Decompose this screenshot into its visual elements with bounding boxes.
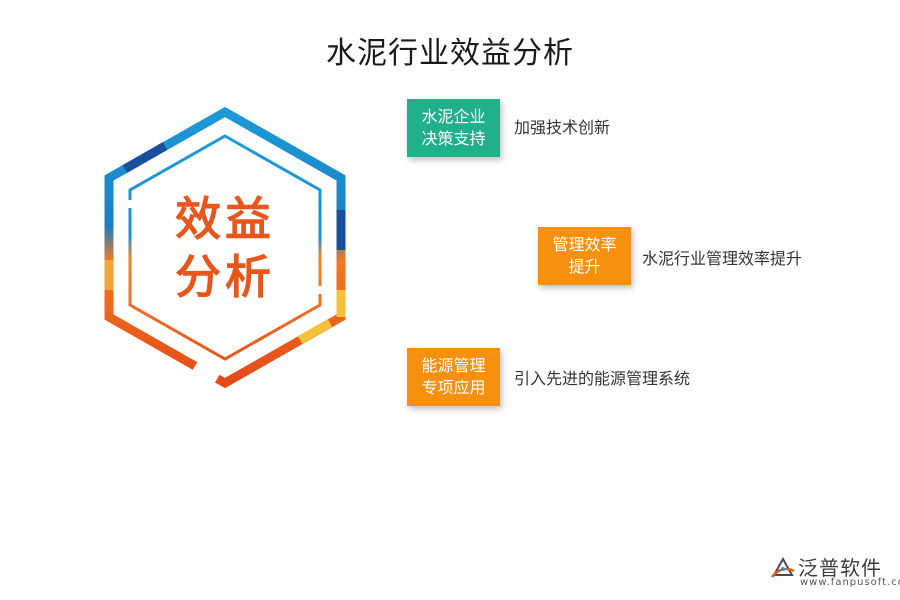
center-label-line1: 效益 (175, 191, 275, 246)
hexagon-graphic (104, 106, 346, 389)
description-management-efficiency: 水泥行业管理效率提升 (642, 249, 803, 268)
brand-logo: 泛普软件 www.fanpusoft.com (770, 552, 900, 592)
tag-management-efficiency-line1: 管理效率 (552, 235, 617, 254)
description-energy-management: 引入先进的能源管理系统 (514, 369, 691, 388)
tag-management-efficiency-line2: 提升 (568, 257, 601, 276)
center-label-line2: 分析 (175, 249, 275, 304)
hexagon-inner-ring (128, 134, 322, 361)
hexagon-outer-ring (104, 106, 346, 389)
tag-energy-management-line2: 专项应用 (421, 378, 486, 397)
tag-energy-management: 能源管理 专项应用 (407, 348, 500, 406)
hexagon-accent-bottom (297, 319, 333, 344)
hexagon-gap (191, 360, 221, 385)
page-title: 水泥行业效益分析 (326, 36, 574, 71)
tag-management-efficiency: 管理效率 提升 (538, 227, 631, 285)
tag-decision-support-line1: 水泥企业 (421, 107, 486, 126)
tag-decision-support: 水泥企业 决策支持 (407, 99, 500, 157)
hexagon-accent-top-left (122, 142, 168, 173)
tag-decision-support-line2: 决策支持 (421, 129, 486, 148)
description-tech-innovation: 加强技术创新 (514, 118, 611, 137)
logo-icon (771, 556, 795, 578)
tag-energy-management-line1: 能源管理 (421, 356, 486, 375)
logo-name: 泛普软件 (798, 556, 882, 580)
center-label: 效益 分析 (95, 100, 355, 395)
logo-url: www.fanpusoft.com (800, 577, 900, 588)
